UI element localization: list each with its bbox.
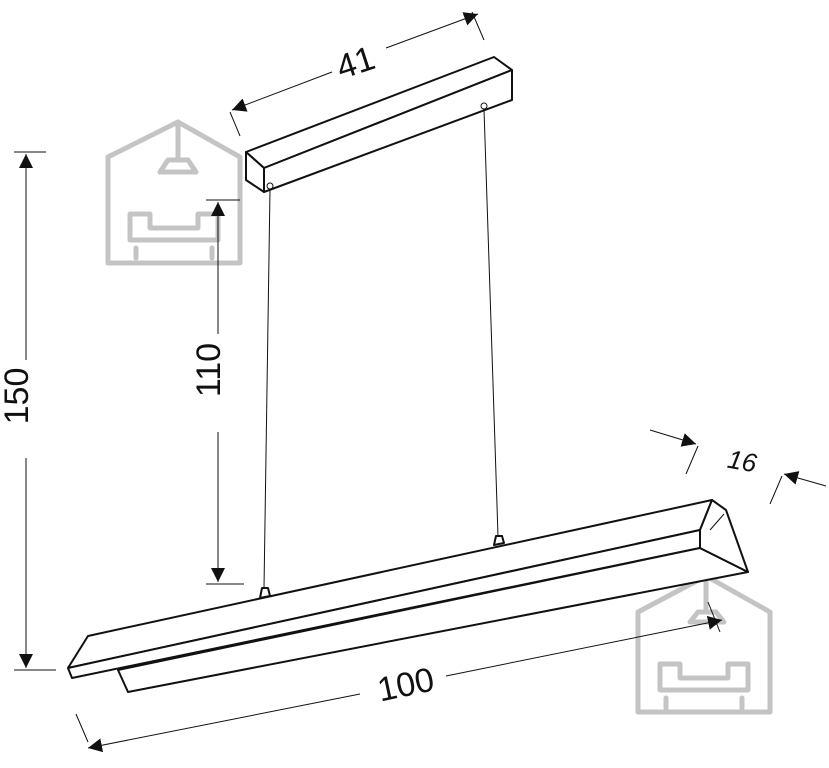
ceiling-canopy — [245, 56, 513, 193]
dimension-lamp-depth: 16 — [649, 429, 827, 505]
lamp-length-label: 100 — [374, 661, 437, 710]
house-watermark-icon — [105, 119, 243, 266]
dimension-total-height: 150 — [0, 151, 56, 671]
lamp-depth-label: 16 — [725, 444, 759, 479]
suspension-cables — [259, 108, 505, 599]
canopy-length-label: 41 — [332, 39, 380, 87]
house-watermark-icon-2 — [635, 573, 773, 715]
lamp-body — [67, 499, 749, 693]
suspension-height-label: 110 — [190, 343, 228, 397]
dimension-suspension-height: 110 — [190, 199, 244, 585]
total-height-label: 150 — [0, 368, 36, 425]
